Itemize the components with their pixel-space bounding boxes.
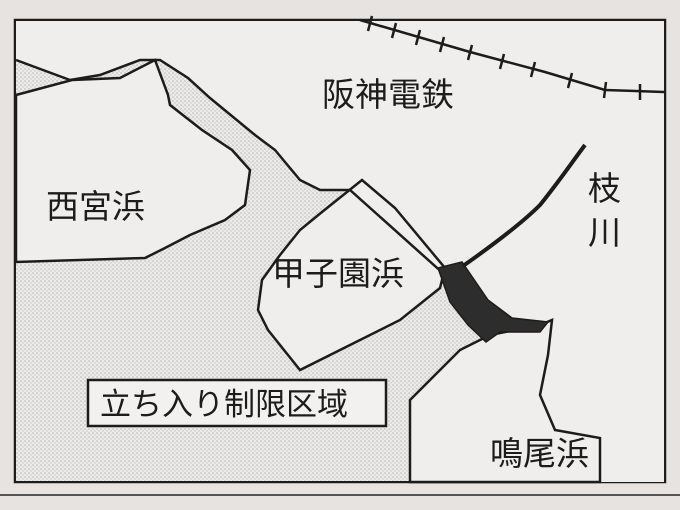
koshien-hama-label: 甲子園浜 <box>272 254 404 293</box>
mainland-coastline <box>15 58 446 276</box>
nishinomiya-hama-label: 西宮浜 <box>46 187 145 226</box>
bottom-rule <box>0 494 680 496</box>
river-label-char: 枝 <box>588 169 621 208</box>
legend-box <box>86 378 388 428</box>
koshien-hama-island <box>256 178 447 372</box>
river-label: 枝 川 <box>588 169 621 252</box>
hanshin-railway <box>359 15 665 100</box>
legend: 立ち入り制限区域 <box>86 378 388 428</box>
river-label-char: 川 <box>588 213 621 252</box>
restricted-area <box>437 261 550 343</box>
mainland <box>16 21 664 482</box>
edagawa-river <box>461 143 587 268</box>
railway-label: 阪神電鉄 <box>322 75 454 114</box>
naruo-hama-label: 鳴尾浜 <box>490 434 589 473</box>
nishinomiya-hama-island <box>14 58 252 264</box>
legend-restricted-area-label: 立ち入り制限区域 <box>100 387 348 423</box>
